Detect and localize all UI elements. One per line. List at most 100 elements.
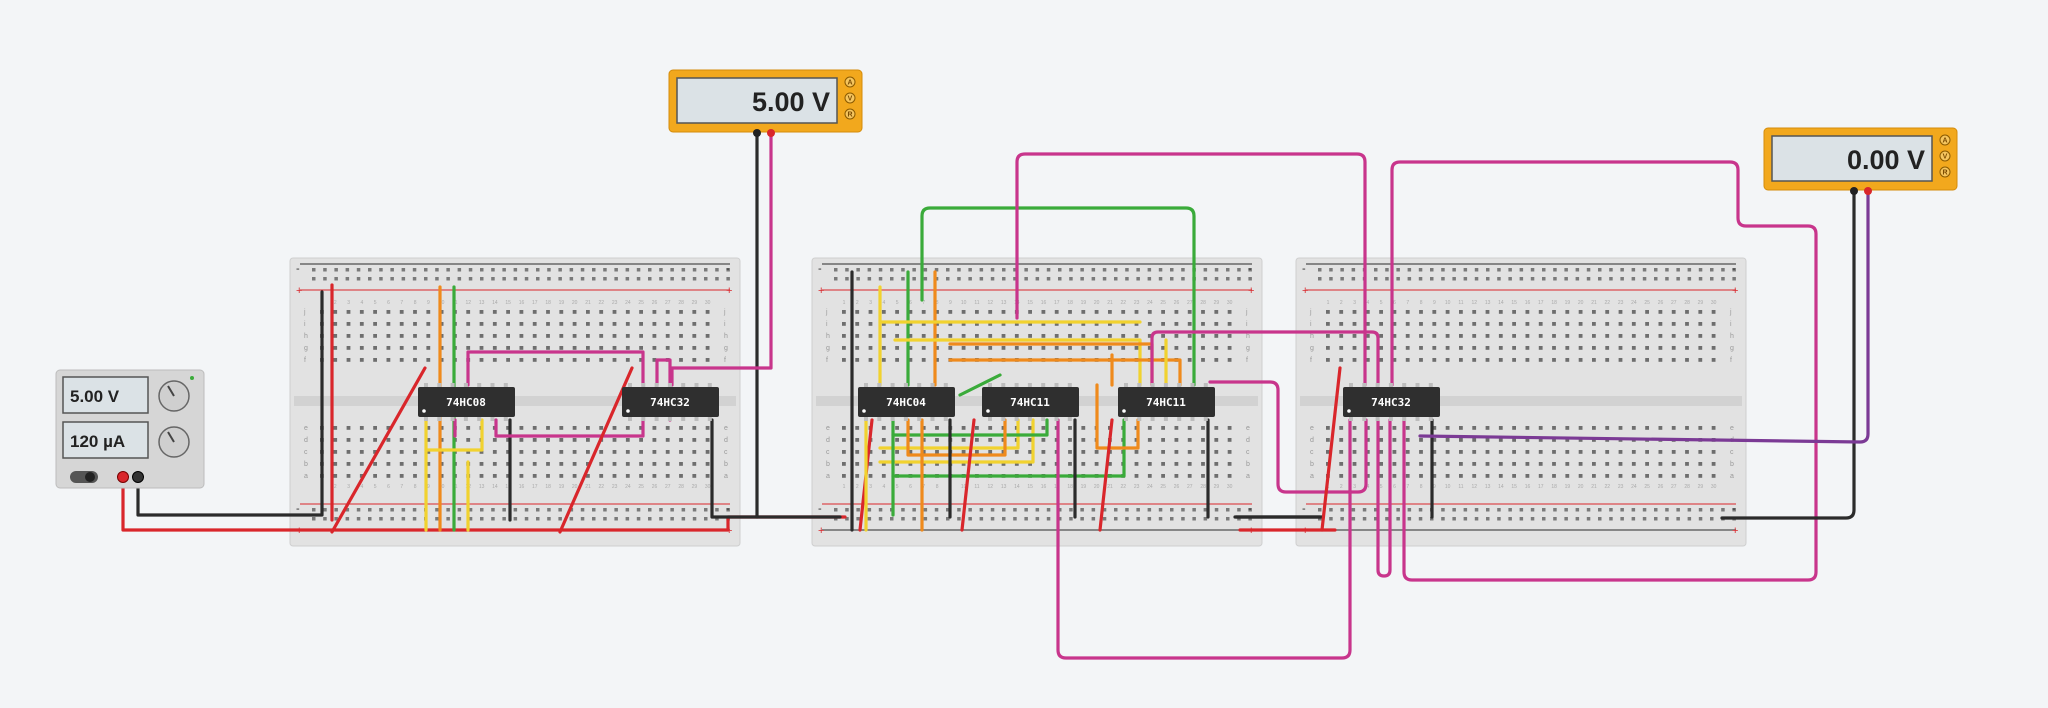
wire-b1-black-right[interactable] bbox=[710, 418, 842, 519]
wire-b1-yellow-b[interactable] bbox=[424, 418, 484, 452]
wire-pink-right-loop[interactable] bbox=[1208, 380, 1368, 494]
power-supply[interactable]: 5.00 V 120 µA bbox=[55, 369, 205, 489]
column-number: 23 bbox=[612, 300, 618, 306]
row-letter: a bbox=[1246, 473, 1250, 480]
wire-b2-green-diag[interactable] bbox=[958, 373, 1002, 397]
meter-2-mode-r[interactable]: R bbox=[1942, 170, 1947, 177]
breadboard-3[interactable]: --++--++11223344556677889910101111121213… bbox=[1295, 257, 1747, 547]
wire-b1-red-diag2[interactable] bbox=[558, 366, 634, 534]
column-number: 13 bbox=[479, 484, 485, 490]
row-letter: e bbox=[1310, 425, 1314, 432]
column-number: 25 bbox=[1160, 300, 1166, 306]
column-number: 18 bbox=[1067, 484, 1073, 490]
column-number: 21 bbox=[1107, 484, 1113, 490]
column-number: 19 bbox=[1565, 484, 1571, 490]
column-number: 18 bbox=[545, 300, 551, 306]
meter-1-com-terminal-icon[interactable] bbox=[753, 129, 761, 137]
column-number: 26 bbox=[1174, 300, 1180, 306]
rail-sign: - bbox=[1732, 503, 1736, 515]
meter-2-mode-a[interactable]: A bbox=[1942, 138, 1947, 145]
column-number: 24 bbox=[1147, 484, 1153, 490]
meter-1-pos-terminal-icon[interactable] bbox=[767, 129, 775, 137]
meter-2-mode-v[interactable]: V bbox=[1943, 154, 1948, 161]
rail-sign: - bbox=[726, 503, 730, 515]
ic-chip-3[interactable]: 74HC04 bbox=[858, 383, 955, 421]
column-number: 22 bbox=[1605, 484, 1611, 490]
column-number: 18 bbox=[1551, 300, 1557, 306]
psu-positive-terminal-icon[interactable] bbox=[117, 471, 129, 483]
column-number: 20 bbox=[1578, 300, 1584, 306]
column-number: 11 bbox=[1458, 300, 1463, 306]
row-letter: e bbox=[304, 425, 308, 432]
ic-chip-1[interactable]: 74HC08 bbox=[418, 383, 515, 421]
wire-meter2-black[interactable] bbox=[1720, 190, 1856, 520]
row-letter: a bbox=[724, 473, 728, 480]
multimeter-1[interactable]: 5.00 V A V R bbox=[668, 69, 863, 137]
column-number: 4 bbox=[361, 300, 364, 306]
row-letter: f bbox=[826, 357, 828, 364]
ic-chip-2[interactable]: 74HC32 bbox=[622, 383, 719, 421]
wire-b2-yellow-low[interactable] bbox=[878, 418, 1020, 450]
wire-b2-red-diag3[interactable] bbox=[1098, 418, 1114, 532]
column-number: 22 bbox=[1121, 484, 1127, 490]
column-number: 24 bbox=[1147, 300, 1153, 306]
ic-chip-5[interactable]: 74HC11 bbox=[1118, 383, 1215, 421]
wire-b2-yellow-h2[interactable] bbox=[893, 338, 1142, 387]
wire-b2-green-low[interactable] bbox=[891, 418, 1049, 437]
wire-pink-top-loop[interactable] bbox=[1015, 152, 1367, 387]
wire-b3-red-diag[interactable] bbox=[1320, 366, 1342, 532]
row-letter: c bbox=[724, 449, 728, 456]
row-letter: h bbox=[1310, 333, 1314, 340]
column-number: 6 bbox=[387, 300, 390, 306]
rail-sign: + bbox=[818, 525, 824, 537]
column-number: 25 bbox=[1160, 484, 1166, 490]
column-number: 9 bbox=[1433, 300, 1436, 306]
meter-2-pos-terminal-icon[interactable] bbox=[1864, 187, 1872, 195]
row-letter: j bbox=[723, 309, 726, 316]
wire-pink-far-right-1[interactable] bbox=[1390, 160, 1818, 582]
rail-sign: + bbox=[1248, 285, 1254, 297]
row-letter: f bbox=[304, 357, 306, 364]
wire-b1-pink-bot[interactable] bbox=[494, 418, 645, 438]
wire-b2-orange-low[interactable] bbox=[906, 418, 1007, 457]
psu-negative-terminal-icon[interactable] bbox=[132, 471, 144, 483]
wire-psu-negative[interactable] bbox=[136, 290, 324, 517]
wire-meter2-purple[interactable] bbox=[1418, 190, 1870, 444]
meter-1-reading: 5.00 V bbox=[752, 87, 830, 117]
column-number: 3 bbox=[869, 484, 872, 490]
meter-2-com-terminal-icon[interactable] bbox=[1850, 187, 1858, 195]
row-letter: d bbox=[1310, 437, 1314, 444]
column-number: 18 bbox=[1067, 300, 1073, 306]
column-number: 28 bbox=[1200, 300, 1206, 306]
wire-b2-green-arc[interactable] bbox=[920, 206, 1196, 387]
row-letter: h bbox=[826, 333, 830, 340]
rail-sign: - bbox=[1248, 263, 1252, 275]
wire-b1-pink-top[interactable] bbox=[466, 350, 645, 387]
row-letter: i bbox=[1246, 321, 1248, 328]
wire-meter1-pink[interactable] bbox=[670, 130, 773, 387]
multimeter-2[interactable]: 0.00 V A V R bbox=[1763, 127, 1958, 195]
column-number: 15 bbox=[1511, 300, 1517, 306]
column-number: 5 bbox=[1380, 300, 1383, 306]
row-letter: j bbox=[1729, 309, 1732, 316]
wire-b2-green-low2[interactable] bbox=[891, 418, 1126, 478]
wire-pink-mid-loop[interactable] bbox=[1150, 330, 1380, 387]
meter-1-mode-a[interactable]: A bbox=[847, 80, 852, 87]
meter-1-mode-v[interactable]: V bbox=[848, 96, 853, 103]
wire-b2-orange-right[interactable] bbox=[1095, 383, 1140, 450]
wire-b2-red-diag2[interactable] bbox=[960, 418, 976, 532]
column-number: 3 bbox=[347, 300, 350, 306]
wire-b2-orange-h1[interactable] bbox=[948, 358, 1182, 387]
ic-chip-6[interactable]: 74HC32 bbox=[1343, 383, 1440, 421]
wire-pink-bottom-loop[interactable] bbox=[1056, 418, 1352, 660]
column-number: 5 bbox=[896, 484, 899, 490]
column-number: 27 bbox=[1671, 300, 1677, 306]
meter-1-mode-r[interactable]: R bbox=[847, 112, 852, 119]
wire-b1-red-diag[interactable] bbox=[330, 366, 427, 534]
ic-chip-4[interactable]: 74HC11 bbox=[982, 383, 1079, 421]
column-number: 10 bbox=[961, 300, 967, 306]
wire-pink-bottom-u[interactable] bbox=[1376, 418, 1392, 578]
row-letter: e bbox=[1730, 425, 1734, 432]
column-number: 27 bbox=[665, 484, 671, 490]
